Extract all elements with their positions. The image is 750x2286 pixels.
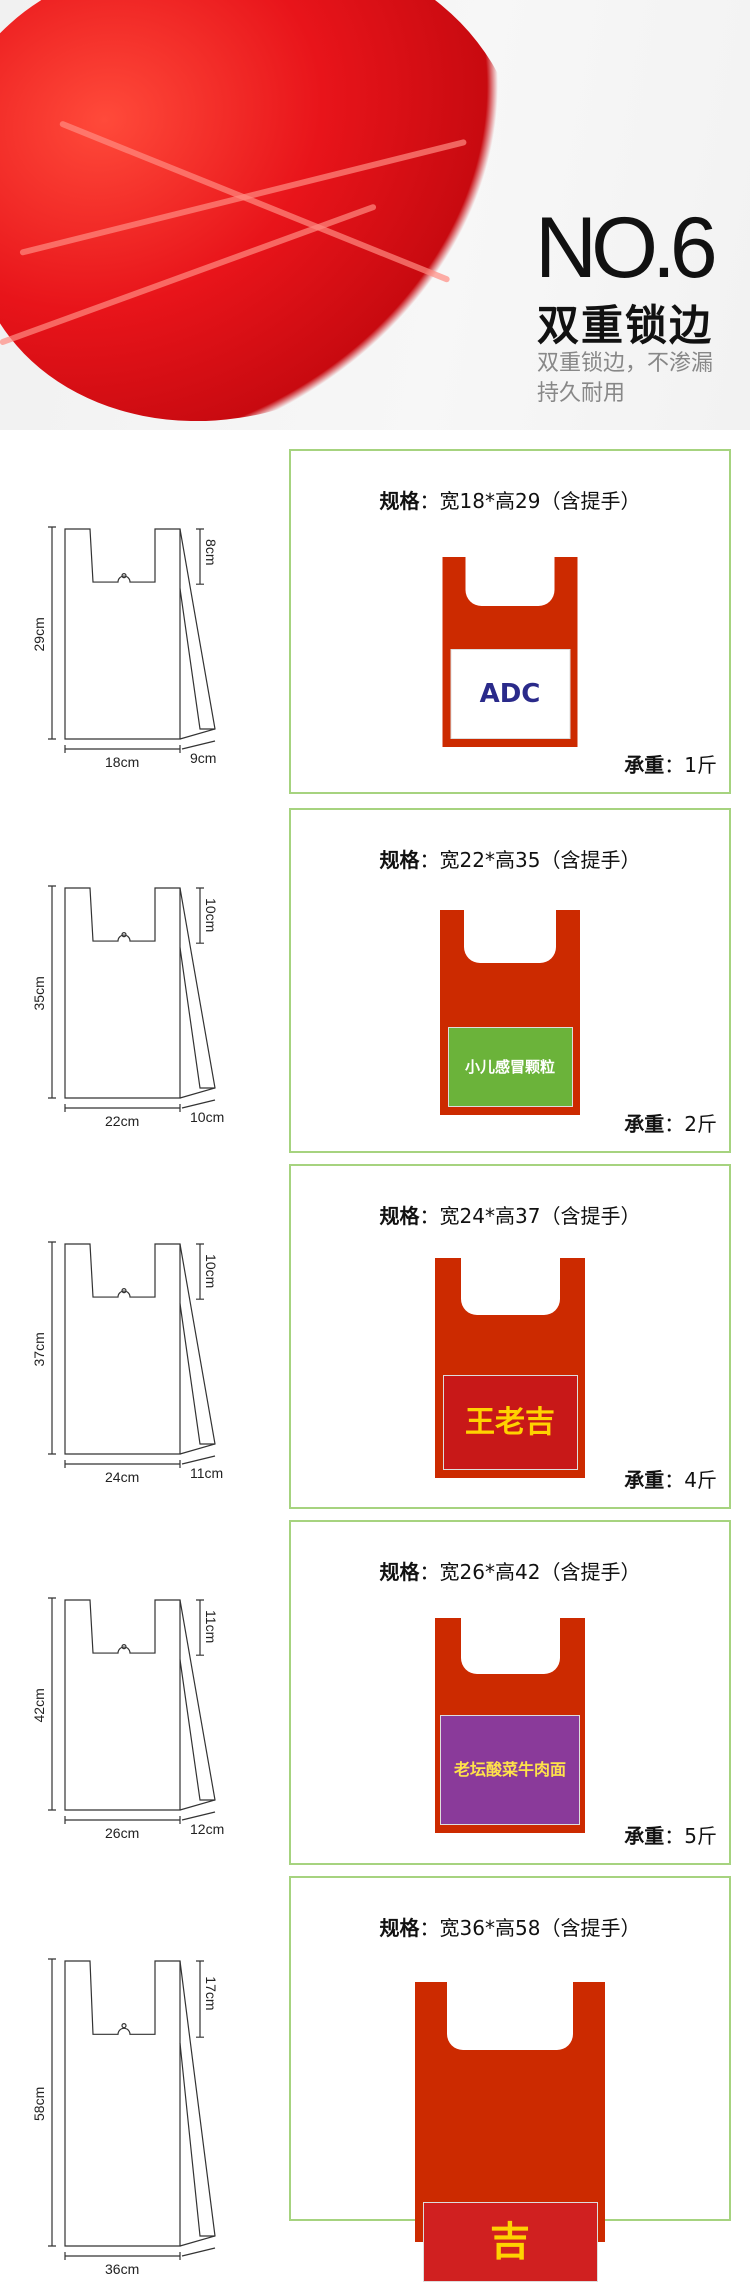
size-spec-card: 规格：宽26*高42（含提手） 老坛酸菜牛肉面 承重：5斤: [289, 1520, 731, 1865]
feature-subtext-1: 双重锁边，不渗漏: [537, 351, 714, 376]
handle-label: 11cm: [203, 1610, 219, 1643]
weight-value: ：4斤: [664, 1468, 717, 1492]
feature-number: NO.6: [535, 200, 718, 296]
bag-handle-cutout: [460, 1258, 560, 1316]
product-inside-bag: 老坛酸菜牛肉面: [440, 1715, 580, 1825]
gusset-label: 11cm: [190, 1465, 223, 1481]
gusset-label: 10cm: [190, 1109, 224, 1125]
product-name: 吉: [490, 2219, 530, 2265]
size-spec-card: 规格：宽18*高29（含提手） ADC 承重：1斤: [289, 449, 731, 794]
spec-title: 规格：宽22*高35（含提手）: [291, 844, 729, 873]
load-capacity: 承重：4斤: [624, 1464, 717, 1493]
product-name: 老坛酸菜牛肉面: [453, 1760, 566, 1780]
spec-title: 规格：宽36*高58（含提手）: [291, 1912, 729, 1941]
product-inside-bag: 小儿感冒颗粒: [447, 1027, 573, 1107]
bag-dimension-diagram: 35cm 10cm 22cm 10cm: [31, 885, 224, 1129]
spec-label: 规格: [379, 848, 420, 872]
gusset-label: 9cm: [190, 750, 216, 766]
width-label: 18cm: [105, 754, 139, 770]
bag-dimension-diagram: 29cm 8cm 18cm 9cm: [31, 526, 219, 770]
product-inside-bag: 吉: [422, 2202, 598, 2282]
height-label: 37cm: [31, 1332, 47, 1366]
width-label: 36cm: [105, 2261, 139, 2277]
handle-label: 17cm: [203, 1976, 219, 2010]
weight-value: ：1斤: [664, 753, 717, 777]
spec-label: 规格: [379, 1204, 420, 1228]
spec-value: ：宽22*高35（含提手）: [419, 848, 641, 872]
spec-label: 规格: [379, 1560, 420, 1584]
handle-label: 8cm: [203, 539, 219, 565]
size-spec-card: 规格：宽24*高37（含提手） 王老吉 承重：4斤: [289, 1164, 731, 1509]
height-label: 58cm: [31, 2087, 47, 2121]
spec-title: 规格：宽24*高37（含提手）: [291, 1200, 729, 1229]
feature-heading: 双重锁边: [537, 301, 714, 350]
product-name: 小儿感冒颗粒: [464, 1057, 555, 1076]
weight-label: 承重: [624, 1468, 665, 1492]
bag-handle-cutout: [447, 1982, 573, 2050]
red-vest-bag-image: 小儿感冒颗粒: [440, 910, 580, 1115]
bag-dimension-diagram: 58cm 17cm 36cm: [31, 1958, 219, 2277]
bag-dimension-diagram: 37cm 10cm 24cm 11cm: [31, 1241, 223, 1485]
load-capacity: 承重：2斤: [624, 1108, 717, 1137]
gusset-label: 12cm: [190, 1821, 224, 1837]
product-name: 王老吉: [465, 1405, 555, 1440]
weight-value: ：2斤: [664, 1112, 717, 1136]
width-label: 24cm: [105, 1469, 139, 1485]
spec-value: ：宽18*高29（含提手）: [419, 489, 641, 513]
height-label: 29cm: [31, 617, 47, 651]
spec-value: ：宽24*高37（含提手）: [419, 1204, 641, 1228]
height-label: 35cm: [31, 976, 47, 1010]
size-spec-card: 规格：宽36*高58（含提手） 吉: [289, 1876, 731, 2282]
spec-value: ：宽26*高42（含提手）: [419, 1560, 641, 1584]
bag-handle-cutout: [465, 557, 555, 607]
spec-label: 规格: [379, 489, 420, 513]
red-vest-bag-image: ADC: [442, 557, 578, 747]
feature-subtext-2: 持久耐用: [537, 381, 626, 406]
load-capacity: 承重：5斤: [624, 1820, 717, 1849]
weight-label: 承重: [624, 753, 665, 777]
handle-label: 10cm: [203, 1254, 219, 1288]
red-vest-bag-image: 吉: [415, 1982, 605, 2282]
handle-label: 10cm: [203, 898, 219, 932]
load-capacity: 承重：1斤: [624, 749, 717, 778]
spec-title: 规格：宽26*高42（含提手）: [291, 1556, 729, 1585]
bag-dimension-diagram: 42cm 11cm 26cm 12cm: [31, 1597, 224, 1841]
width-label: 26cm: [105, 1825, 139, 1841]
width-label: 22cm: [105, 1113, 139, 1129]
bag-handle-cutout: [460, 1618, 560, 1674]
hero-banner: NO.6 双重锁边 双重锁边，不渗漏 持久耐用: [0, 0, 750, 430]
spec-title: 规格：宽18*高29（含提手）: [291, 485, 729, 514]
red-vest-bag-image: 老坛酸菜牛肉面: [435, 1618, 585, 1833]
height-label: 42cm: [31, 1688, 47, 1722]
size-spec-card: 规格：宽22*高35（含提手） 小儿感冒颗粒 承重：2斤: [289, 808, 731, 1153]
weight-label: 承重: [624, 1112, 665, 1136]
product-inside-bag: ADC: [450, 649, 570, 739]
spec-label: 规格: [379, 1916, 420, 1940]
red-vest-bag-image: 王老吉: [435, 1258, 585, 1478]
weight-value: ：5斤: [664, 1824, 717, 1848]
product-name: ADC: [479, 678, 541, 709]
weight-label: 承重: [624, 1824, 665, 1848]
product-inside-bag: 王老吉: [442, 1375, 578, 1470]
spec-value: ：宽36*高58（含提手）: [419, 1916, 641, 1940]
bag-handle-cutout: [463, 910, 557, 964]
